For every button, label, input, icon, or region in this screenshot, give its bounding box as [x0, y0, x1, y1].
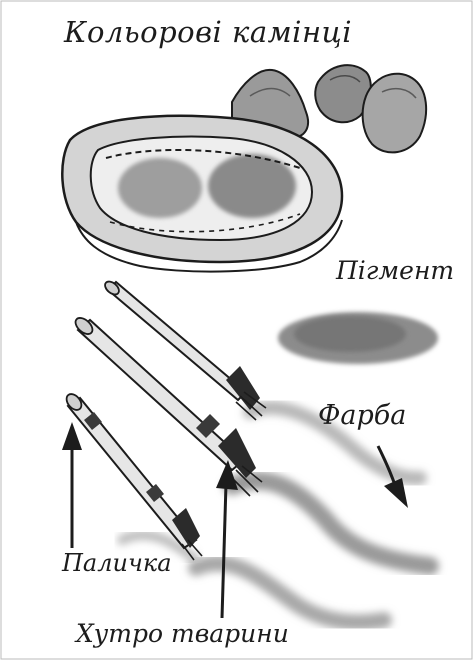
pigment-pile — [278, 312, 438, 364]
brush-1 — [103, 279, 266, 420]
pigment-label: Пігмент — [336, 258, 454, 283]
arrow-fur — [222, 484, 226, 618]
brush-2 — [73, 315, 262, 496]
title-label: Кольорові камінці — [64, 18, 352, 47]
fur-label: Хутро тварини — [76, 621, 289, 646]
stone-3 — [363, 74, 426, 153]
stick-label: Паличка — [62, 551, 172, 575]
grinding-bowl — [62, 116, 342, 272]
paint-label: Фарба — [318, 402, 406, 429]
arrow-stick-head — [62, 422, 82, 450]
